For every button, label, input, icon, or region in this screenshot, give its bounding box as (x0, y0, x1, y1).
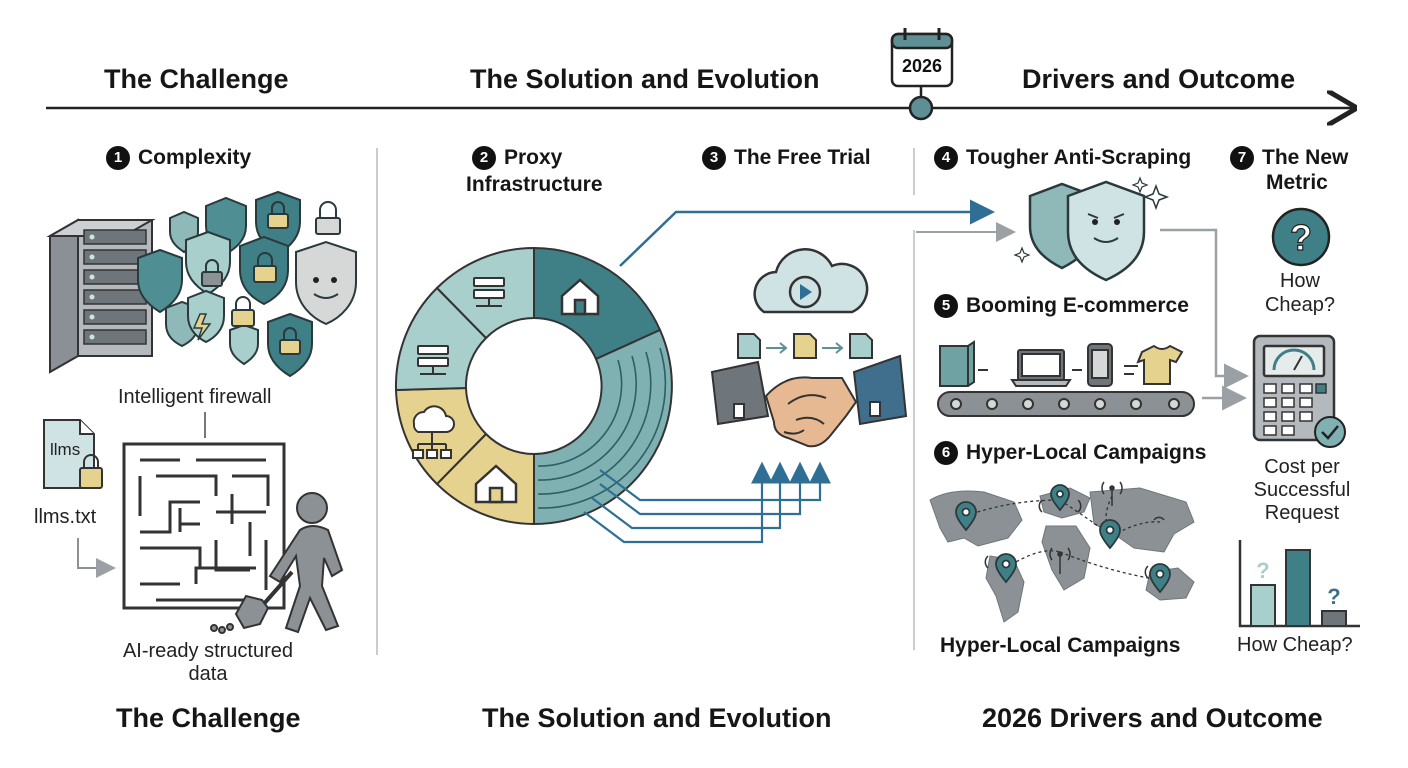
shield-cluster (137, 190, 357, 378)
map-label: Hyper-Local Campaigns (940, 634, 1181, 657)
play-icon (788, 275, 822, 309)
conveyor-icon (937, 391, 1195, 417)
firewall-label: Intelligent firewall (118, 386, 272, 408)
step-badge-1: 1 (106, 146, 130, 170)
data-label-line2: data (188, 663, 228, 685)
svg-text:?: ? (1327, 584, 1340, 609)
calculator-icon (1252, 334, 1336, 442)
pin-icon (955, 484, 1171, 594)
shield-icon (1013, 176, 1170, 282)
proxy-to-antiscraping-arrow (619, 199, 995, 267)
book-icon (939, 340, 975, 387)
phase-solution: The Solution and Evolution (470, 64, 820, 94)
data-label-line1: AI-ready structured (122, 640, 294, 662)
question-label-line2: Cheap? (1264, 294, 1336, 316)
file-icon (43, 419, 103, 489)
step-badge-5: 5 (934, 294, 958, 318)
maze-icon (122, 442, 286, 610)
footer-drivers: 2026 Drivers and Outcome (982, 703, 1323, 733)
phase-challenge: The Challenge (104, 64, 289, 94)
cost-label-line2: Successful (1253, 479, 1351, 501)
step-badge-7: 7 (1230, 146, 1254, 170)
shovel-icon (210, 570, 294, 634)
phone-icon (1087, 343, 1113, 387)
year-badge: 2026 (901, 56, 943, 76)
question-label-line1: How (1279, 270, 1320, 292)
ring-to-handshake-arrows (583, 461, 831, 544)
cost-label-line3: Request (1264, 502, 1340, 524)
server-icon-small (417, 277, 505, 375)
server-icon (46, 218, 156, 374)
step-badge-3: 3 (702, 146, 726, 170)
footer-solution: The Solution and Evolution (482, 703, 832, 733)
bar-chart-icon: ? ? (1238, 540, 1360, 628)
question-icon: ? (1271, 207, 1331, 267)
footer-challenge: The Challenge (116, 703, 301, 733)
check-icon (1314, 416, 1346, 448)
laptop-icon (1010, 349, 1072, 387)
file-label: llms.txt (34, 506, 97, 528)
file-icon-text: llms (50, 440, 81, 459)
tshirt-icon (1136, 344, 1184, 385)
section-metric-title-line2: Metric (1266, 171, 1328, 194)
calendar-icon (890, 28, 954, 88)
document-flow (737, 333, 873, 359)
home-icon (560, 278, 600, 316)
person-icon (268, 492, 344, 634)
step-badge-6: 6 (934, 441, 958, 465)
cost-label-line1: Cost per (1264, 456, 1340, 478)
lock-icon (201, 201, 341, 355)
signal-icons (984, 481, 1165, 579)
file-to-maze-arrow (77, 538, 116, 578)
ring-chart-icon (394, 246, 673, 526)
home-icon-lower (474, 464, 518, 504)
antiscraping-to-metric-arrow (1160, 228, 1249, 389)
cloud-icon (753, 248, 869, 314)
step-badge-2: 2 (472, 146, 496, 170)
svg-text:?: ? (1290, 217, 1312, 258)
handshake-icon (710, 354, 908, 448)
step-badge-4: 4 (934, 146, 958, 170)
timeline-line (46, 86, 1352, 119)
svg-text:?: ? (1256, 558, 1269, 583)
chart-label: How Cheap? (1237, 634, 1353, 656)
phase-drivers: Drivers and Outcome (1022, 64, 1296, 94)
cloud-network-icon (412, 405, 455, 459)
ecommerce-arrow-3 (1124, 365, 1138, 375)
section-proxy-title-line2: Infrastructure (466, 173, 603, 196)
